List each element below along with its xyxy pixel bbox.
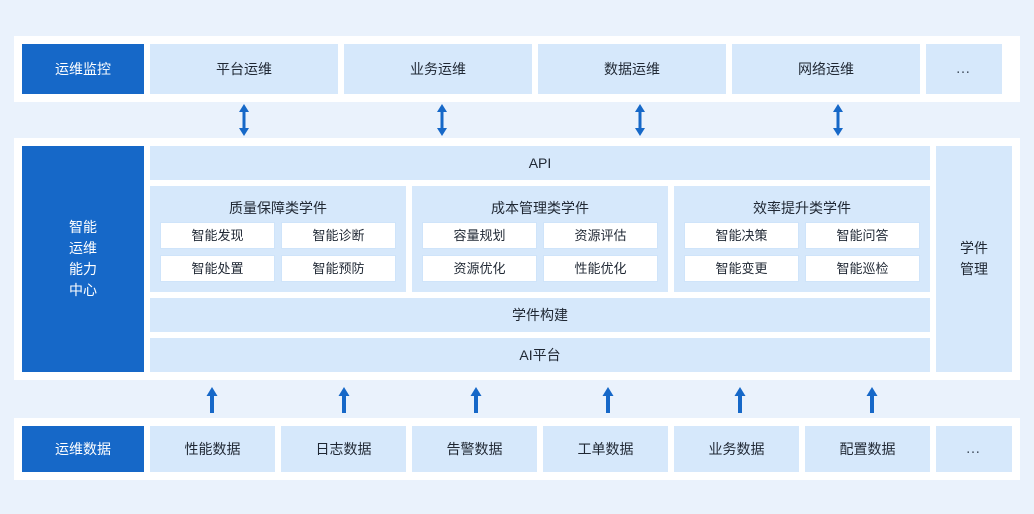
group-items: 容量规划 资源评估 资源优化 性能优化 xyxy=(422,222,658,282)
top-item-data[interactable]: 数据运维 xyxy=(538,44,726,94)
top-item-platform[interactable]: 平台运维 xyxy=(150,44,338,94)
bottom-item-ticket[interactable]: 工单数据 xyxy=(543,426,668,472)
arrow-up-icon xyxy=(731,386,749,414)
group-title: 成本管理类学件 xyxy=(491,199,589,216)
accent-line-1: 智能 xyxy=(69,219,97,236)
top-item-business[interactable]: 业务运维 xyxy=(344,44,532,94)
sidebar-line-1: 学件 xyxy=(960,240,988,257)
accent-line-4: 中心 xyxy=(69,281,97,298)
group-item[interactable]: 性能优化 xyxy=(543,255,658,282)
group-efficiency-improvement: 效率提升类学件 智能决策 智能问答 智能变更 智能巡检 xyxy=(674,186,930,292)
bottom-item-performance[interactable]: 性能数据 xyxy=(150,426,275,472)
group-item[interactable]: 资源评估 xyxy=(543,222,658,249)
bottom-connectors xyxy=(0,380,1034,418)
bottom-item-overflow[interactable]: … xyxy=(936,426,1012,472)
double-arrow-vertical-icon xyxy=(234,102,254,138)
group-item[interactable]: 智能问答 xyxy=(805,222,920,249)
arrow-up-icon xyxy=(335,386,353,414)
group-item[interactable]: 智能决策 xyxy=(684,222,799,249)
top-item-network[interactable]: 网络运维 xyxy=(732,44,920,94)
group-item[interactable]: 智能诊断 xyxy=(281,222,396,249)
group-item[interactable]: 资源优化 xyxy=(422,255,537,282)
capability-center-panel: 智能 运维 能力 中心 API 质量保障类学件 智能发现 智能诊断 智能处置 xyxy=(14,138,1020,380)
group-item[interactable]: 智能变更 xyxy=(684,255,799,282)
bottom-item-alarm[interactable]: 告警数据 xyxy=(412,426,537,472)
bottom-item-config[interactable]: 配置数据 xyxy=(805,426,930,472)
arrow-up-icon xyxy=(467,386,485,414)
capability-center-accent-label[interactable]: 智能 运维 能力 中心 xyxy=(22,146,144,372)
learnware-management-sidebar[interactable]: 学件 管理 xyxy=(936,146,1012,372)
top-item-overflow[interactable]: … xyxy=(926,44,1002,94)
double-arrow-vertical-icon xyxy=(630,102,650,138)
accent-line-3: 能力 xyxy=(69,261,97,277)
ops-monitoring-row: 运维监控 平台运维 业务运维 数据运维 网络运维 … xyxy=(22,44,1012,94)
double-arrow-vertical-icon xyxy=(828,102,848,138)
ops-data-row: 运维数据 性能数据 日志数据 告警数据 工单数据 业务数据 配置数据 … xyxy=(22,426,1012,472)
ops-monitoring-panel: 运维监控 平台运维 业务运维 数据运维 网络运维 … xyxy=(14,36,1020,102)
arrow-up-icon xyxy=(599,386,617,414)
arrow-up-icon xyxy=(863,386,881,414)
arrow-up-icon xyxy=(203,386,221,414)
group-items: 智能决策 智能问答 智能变更 智能巡检 xyxy=(684,222,920,282)
group-items: 智能发现 智能诊断 智能处置 智能预防 xyxy=(160,222,396,282)
accent-line-2: 运维 xyxy=(69,240,97,257)
ai-platform-layer[interactable]: AI平台 xyxy=(150,338,930,372)
bottom-item-log[interactable]: 日志数据 xyxy=(281,426,406,472)
group-item[interactable]: 智能巡检 xyxy=(805,255,920,282)
learnware-build-layer[interactable]: 学件构建 xyxy=(150,298,930,332)
ops-data-accent-label[interactable]: 运维数据 xyxy=(22,426,144,472)
ops-monitoring-accent-label[interactable]: 运维监控 xyxy=(22,44,144,94)
api-layer[interactable]: API xyxy=(150,146,930,180)
group-cost-management: 成本管理类学件 容量规划 资源评估 资源优化 性能优化 xyxy=(412,186,668,292)
group-item[interactable]: 智能发现 xyxy=(160,222,275,249)
group-item[interactable]: 智能预防 xyxy=(281,255,396,282)
group-title: 质量保障类学件 xyxy=(229,199,327,216)
group-quality-assurance: 质量保障类学件 智能发现 智能诊断 智能处置 智能预防 xyxy=(150,186,406,292)
learnware-management-stack: 学件 管理 xyxy=(960,239,988,279)
bottom-item-business[interactable]: 业务数据 xyxy=(674,426,799,472)
group-item[interactable]: 容量规划 xyxy=(422,222,537,249)
group-title: 效率提升类学件 xyxy=(753,199,851,216)
capability-center-accent-stack: 智能 运维 能力 中心 xyxy=(69,218,97,300)
learnware-groups: 质量保障类学件 智能发现 智能诊断 智能处置 智能预防 成本管理类学件 容量规划… xyxy=(150,186,930,292)
ops-data-panel: 运维数据 性能数据 日志数据 告警数据 工单数据 业务数据 配置数据 … xyxy=(14,418,1020,480)
capability-core-column: API 质量保障类学件 智能发现 智能诊断 智能处置 智能预防 成本管理类学件 xyxy=(150,146,930,372)
double-arrow-vertical-icon xyxy=(432,102,452,138)
top-connectors xyxy=(0,102,1034,138)
sidebar-line-2: 管理 xyxy=(960,261,988,277)
capability-center-row: 智能 运维 能力 中心 API 质量保障类学件 智能发现 智能诊断 智能处置 xyxy=(22,146,1012,372)
group-item[interactable]: 智能处置 xyxy=(160,255,275,282)
